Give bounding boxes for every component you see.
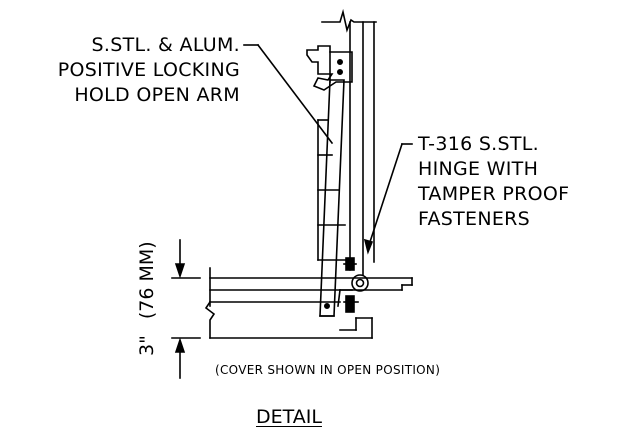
hinge-label: T-316 S.STL. HINGE WITH TAMPER PROOF FAS… bbox=[418, 132, 623, 232]
dimension-inches: 3" bbox=[136, 335, 158, 356]
arm-bracket bbox=[306, 45, 353, 91]
hinge-label-line-4: FASTENERS bbox=[418, 208, 531, 230]
open-cover bbox=[321, 8, 377, 276]
hold-open-arm-label: S.STL. & ALUM. POSITIVE LOCKING HOLD OPE… bbox=[18, 33, 240, 108]
arm-leader bbox=[243, 43, 334, 145]
hinge-label-line-2: HINGE WITH bbox=[418, 158, 539, 180]
dimension-mm: (76 MM) bbox=[136, 241, 158, 320]
frame-angle bbox=[204, 267, 413, 339]
arm-label-line-1: S.STL. & ALUM. bbox=[91, 34, 240, 56]
cover-note: (COVER SHOWN IN OPEN POSITION) bbox=[215, 363, 441, 377]
hinge-label-line-3: TAMPER PROOF bbox=[418, 183, 570, 205]
detail-title: DETAIL bbox=[256, 406, 322, 428]
arm-label-line-2: POSITIVE LOCKING bbox=[57, 59, 240, 81]
detail-title-text: DETAIL bbox=[256, 406, 322, 428]
arm-label-line-3: HOLD OPEN ARM bbox=[74, 84, 240, 106]
hold-open-arm bbox=[319, 79, 345, 317]
hinge-leader bbox=[363, 142, 413, 255]
dimension-3in bbox=[171, 239, 201, 379]
hinge-label-line-1: T-316 S.STL. bbox=[418, 133, 540, 155]
frame-channel bbox=[317, 119, 351, 261]
dimension-label: 3" (76 MM) bbox=[136, 241, 158, 356]
